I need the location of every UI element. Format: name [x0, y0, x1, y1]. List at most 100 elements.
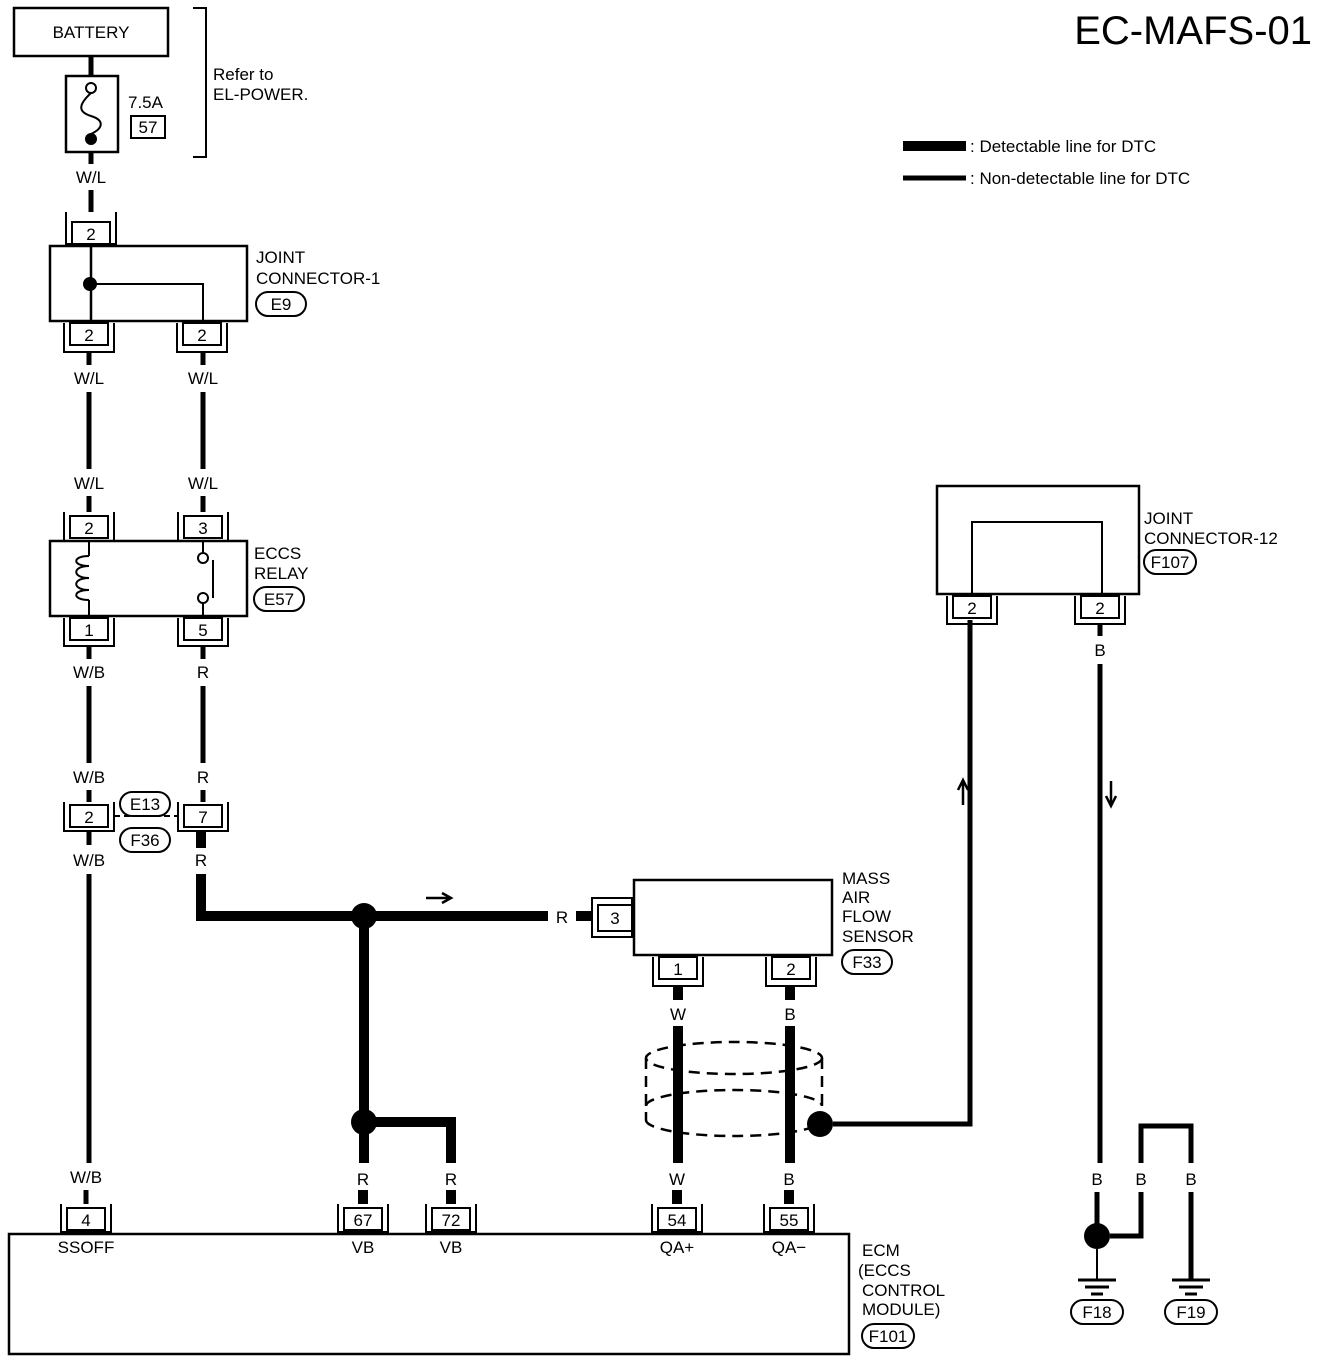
ground1-code-oval: [1070, 1299, 1124, 1325]
wire-ground-a-stub: [1110, 1192, 1144, 1239]
wire-label-relay-in-right: W/L: [188, 474, 218, 493]
relay-switch-contact-bottom: [197, 592, 209, 604]
j12-line1: JOINT: [1144, 509, 1193, 528]
ground2-code-oval: [1164, 1299, 1218, 1325]
ecm-line3: CONTROL: [862, 1281, 945, 1300]
wire-label-relay-out-left: W/B: [73, 663, 105, 682]
ecm-pin4: 4: [81, 1211, 90, 1230]
refer-line2: EL-POWER.: [213, 85, 308, 104]
harness-code-top-oval: [119, 791, 171, 817]
ecm-terminal-ssoff: SSOFF: [58, 1238, 115, 1257]
ecm-pin54-box: [657, 1207, 697, 1231]
harness-connector: 2 7 E13 F36: [63, 791, 229, 853]
fuse-number-box: [130, 115, 166, 139]
j1-line2: CONNECTOR-1: [256, 269, 380, 288]
wire-label-ecm72: R: [445, 1170, 457, 1189]
legend: : Detectable line for DTC : Non-detectab…: [903, 137, 1190, 188]
harness-left-pin: 2: [84, 808, 93, 827]
ecm-line1: ECM: [862, 1241, 900, 1260]
page-title: EC-MAFS-01: [1074, 9, 1312, 53]
relay-pin3: 3: [198, 519, 207, 538]
ground2-code: F19: [1176, 1303, 1205, 1322]
maf-pin2: 2: [786, 960, 795, 979]
wire-r-thick-b: [196, 874, 364, 921]
flow-arrow-down-icon: [1104, 781, 1118, 809]
wire-label-ecm54: W: [669, 1170, 685, 1189]
maf-line2: AIR: [842, 888, 870, 907]
harness-right-pin-box: [183, 804, 223, 828]
j1-top-pin-box: [71, 221, 111, 245]
j1-left-pin: 2: [84, 326, 93, 345]
relay-coil-icon: [75, 555, 90, 601]
maf-pin3-shell: [591, 897, 633, 938]
wire-label-h-out-right: R: [195, 851, 207, 870]
wire-label-maf-in: R: [556, 908, 568, 927]
ecm-pin72: 72: [442, 1211, 461, 1230]
maf-body: [632, 878, 834, 957]
ecm-pin72-box: [431, 1207, 471, 1231]
ecm-pin67-shell: [337, 1204, 389, 1233]
relay-body: [48, 539, 249, 618]
battery: BATTERY: [12, 6, 170, 58]
shield-bottom-arc: [644, 1119, 824, 1138]
ecm-pin54-shell: [651, 1204, 703, 1233]
relay-code: E57: [264, 590, 294, 609]
maf-pin1: 1: [673, 960, 682, 979]
wire-label-relay-out-right: R: [197, 663, 209, 682]
relay-pin1-box: [69, 617, 109, 641]
ecm-body: [7, 1232, 851, 1356]
j12-right-pin: 2: [1095, 599, 1104, 618]
eccs-relay: 2 3 1 5 ECCS RELAY E57: [48, 512, 309, 647]
refer-line1: Refer to: [213, 65, 273, 84]
wire-label-j1-right: W/L: [188, 369, 218, 388]
j12-left-pin-box: [952, 595, 992, 619]
ecm-line2: (ECCS: [858, 1261, 911, 1280]
j12-internal-bus: [971, 521, 1103, 594]
battery-box: [12, 6, 170, 58]
ecm-terminal-vb-67: VB: [352, 1238, 375, 1257]
wire-label-maf2: B: [784, 1005, 795, 1024]
ecm: 4 SSOFF 67 VB 72 VB 54 QA+ 55 QA− ECM (E…: [7, 1204, 945, 1356]
ecm-pin67: 67: [354, 1211, 373, 1230]
relay-line1: ECCS: [254, 544, 301, 563]
maf-pin1-box: [658, 956, 698, 980]
joint-connector-12: 2 2 JOINT CONNECTOR-12 F107: [935, 484, 1278, 625]
ecm-pin4-shell: [60, 1204, 112, 1233]
ecm-pin4-box: [66, 1207, 106, 1231]
j12-right-pin-box: [1080, 595, 1120, 619]
harness-code-bottom-oval: [119, 827, 171, 853]
fuse-top-terminal: [85, 82, 97, 94]
wire-label-ecm67: R: [357, 1170, 369, 1189]
wire-label-relay-in-left: W/L: [74, 474, 104, 493]
relay-switch-contact-top: [197, 552, 209, 564]
harness-right-pin: 7: [198, 808, 207, 827]
flow-arrow-up-icon: [956, 777, 970, 805]
harness-code-top: E13: [130, 795, 160, 814]
fuse-number: 57: [139, 118, 158, 137]
refer-bracket: [193, 7, 207, 158]
wire-label-j12-right: B: [1094, 641, 1105, 660]
maf-line4: SENSOR: [842, 927, 914, 946]
shield-wire: [644, 1040, 833, 1138]
wire-label-maf1: W: [670, 1005, 686, 1024]
relay-line2: RELAY: [254, 564, 309, 583]
wire-label-h-out-left: W/B: [73, 851, 105, 870]
j12-line2: CONNECTOR-12: [1144, 529, 1278, 548]
ground-network: B B F18 F19: [1070, 1123, 1218, 1325]
j12-left-shell: [946, 596, 998, 625]
relay-pin1: 1: [84, 621, 93, 640]
j1-top-pin: 2: [86, 225, 95, 244]
fuse-rating: 7.5A: [128, 93, 164, 112]
j1-left-pin-box: [69, 322, 109, 346]
j1-internal-branch: [91, 283, 204, 321]
wire-label-fuse-out: W/L: [76, 168, 106, 187]
maf-line3: FLOW: [842, 907, 891, 926]
relay-pin2-box: [69, 515, 109, 539]
relay-pin3-box: [183, 515, 223, 539]
relay-pin2: 2: [84, 519, 93, 538]
flow-arrow-right-icon: [426, 891, 454, 905]
battery-label: BATTERY: [53, 23, 130, 42]
ground1-code: F18: [1082, 1303, 1111, 1322]
ground-splice: [1084, 1223, 1110, 1249]
